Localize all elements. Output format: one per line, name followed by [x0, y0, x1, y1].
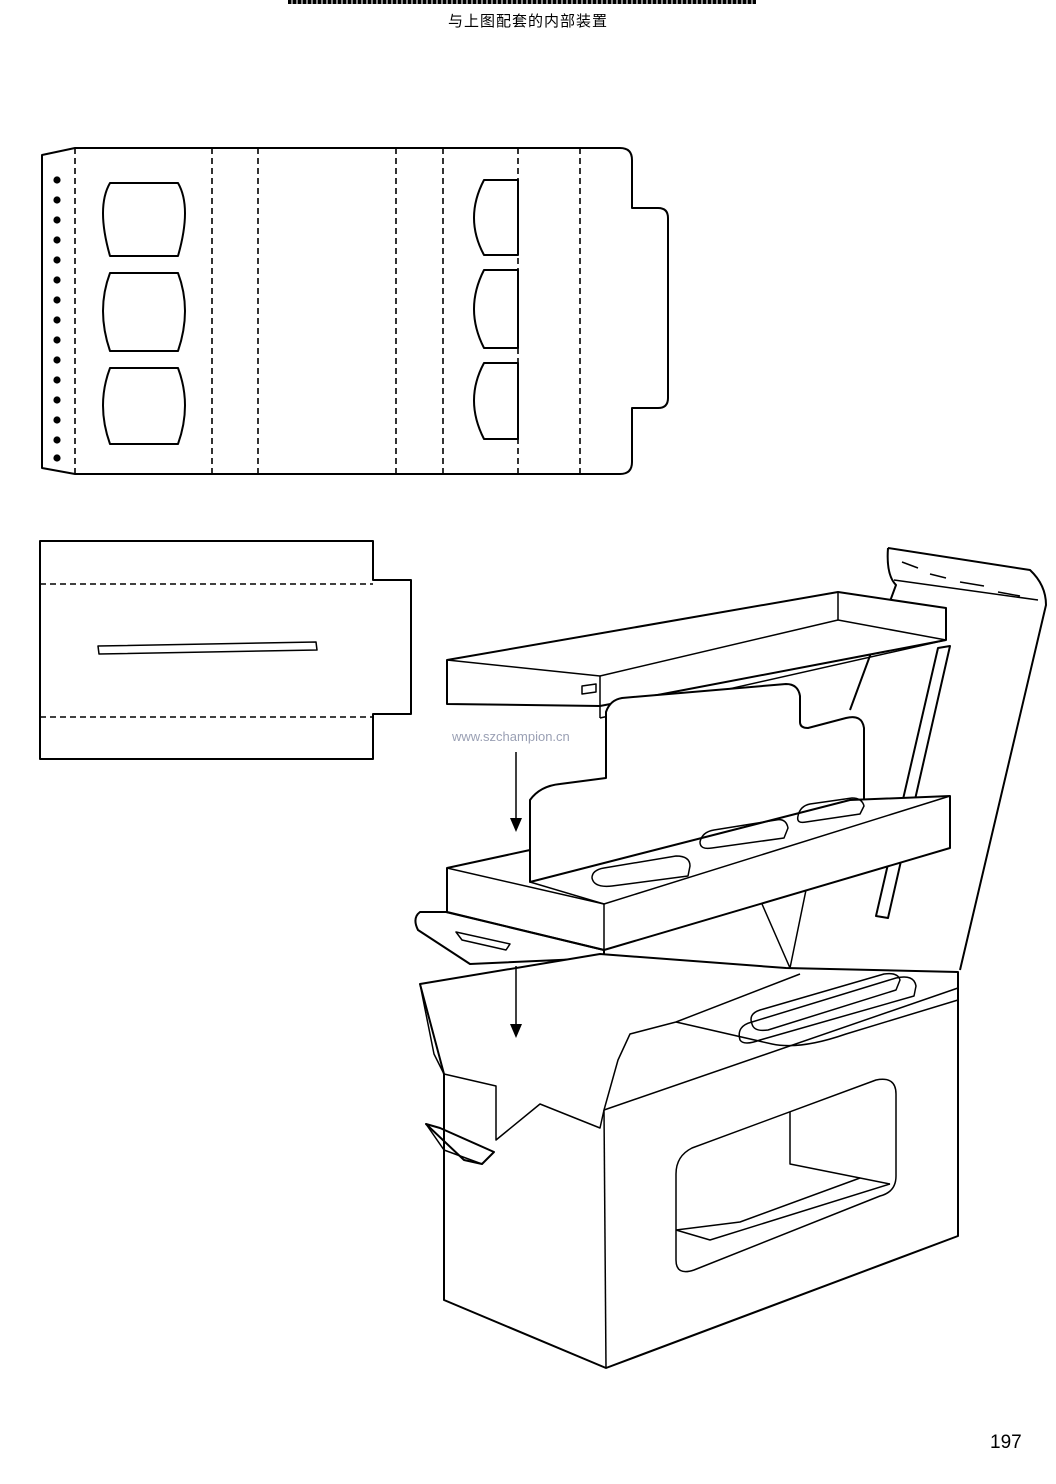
slot-cutout — [97, 641, 318, 655]
perforation-holes — [53, 176, 61, 462]
left-cutout-windows — [102, 182, 186, 445]
separator-dieline — [39, 540, 412, 760]
arrow-down-icon — [510, 752, 522, 832]
figure-caption: 与上图配套的内部装置 — [447, 12, 608, 30]
page-number: 197 — [990, 1432, 1022, 1453]
arrow-down-icon — [510, 966, 522, 1038]
right-cutout-windows — [473, 179, 519, 440]
top-rule — [288, 0, 756, 4]
assembly-drawing — [414, 547, 1047, 1369]
watermark: www.szchampion.cn — [452, 729, 570, 744]
insert-tray-dieline — [41, 147, 669, 475]
